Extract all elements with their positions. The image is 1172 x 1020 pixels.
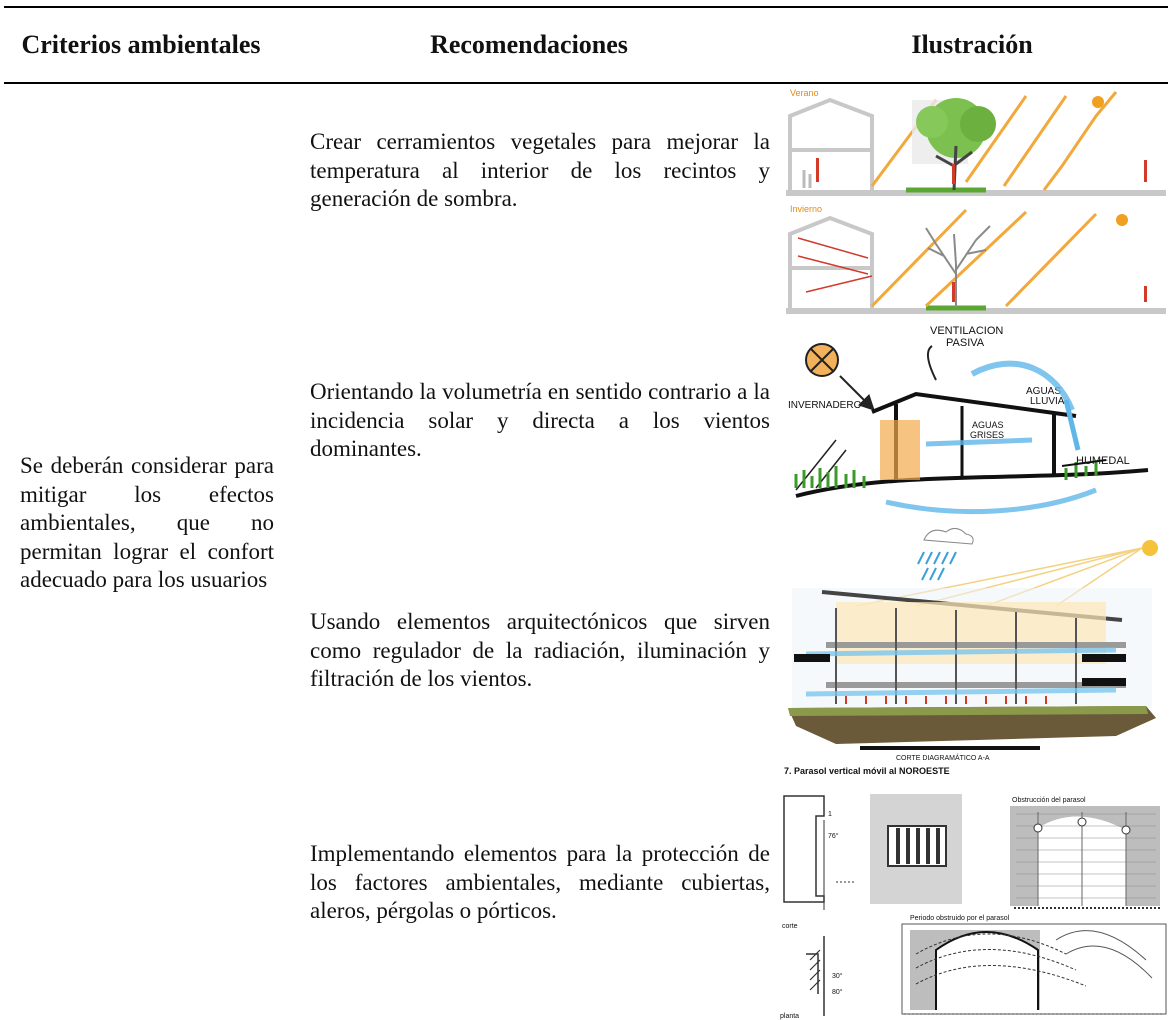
table-header-rule [4, 82, 1168, 84]
recommendation-3: Usando elementos arquitectónicos que sir… [310, 609, 770, 692]
plan-label: planta [780, 1013, 799, 1020]
parasol-title: 7. Parasol vertical móvil al NOROESTE [784, 766, 950, 776]
illustration-parasol: 7. Parasol vertical móvil al NOROESTE 1 … [776, 764, 1168, 1020]
illustration-sketch: VENTILACION PASIVA AGUAS LLUVIA INVERNAD… [776, 320, 1168, 516]
section-caption: CORTE DIAGRAMÁTICO A-A [896, 753, 990, 762]
criteria-cell: Se deberán considerar para mitigar los e… [20, 453, 274, 593]
winter-label: Invierno [790, 204, 822, 214]
table-top-rule [4, 6, 1168, 8]
ventilation-label-2: PASIVA [946, 337, 985, 349]
cut-label: corte [782, 923, 798, 930]
parasol-index-1: 1 [828, 811, 832, 818]
header-illustration: Ilustración [911, 30, 1033, 59]
summer-label: Verano [790, 88, 819, 98]
illustration-vegetation: Verano Invierno [776, 86, 1168, 318]
header-recommendations: Recomendaciones [430, 30, 628, 59]
header-criteria: Criterios ambientales [21, 30, 261, 59]
grey-water-label-2: GRISES [970, 430, 1004, 440]
grey-water-label-1: AGUAS [972, 420, 1004, 430]
recommendation-4: Implementando elementos para la protecci… [310, 841, 770, 924]
recommendation-1: Crear cerramientos vegetales para mejora… [310, 129, 770, 212]
obstruction-title: Obstrucción del parasol [1012, 797, 1086, 804]
parasol-angle-1: 76° [828, 832, 839, 840]
rain-label-1: AGUAS [1026, 386, 1061, 397]
period-title: Periodo obstruido por el parasol [910, 915, 1010, 922]
rain-label-2: LLUVIA [1030, 396, 1065, 407]
greenhouse-label: INVERNADERO [788, 400, 862, 411]
recommendation-2: Orientando la volumetría en sentido cont… [310, 379, 770, 462]
ventilation-label-1: VENTILACION [930, 325, 1003, 337]
parasol-angle-3: 80° [832, 988, 843, 996]
winter-panel: Invierno [786, 204, 1166, 314]
parasol-angle-2: 30° [832, 972, 843, 980]
illustration-section: CORTE DIAGRAMÁTICO A-A [776, 522, 1168, 762]
summer-panel: Verano [786, 88, 1166, 196]
